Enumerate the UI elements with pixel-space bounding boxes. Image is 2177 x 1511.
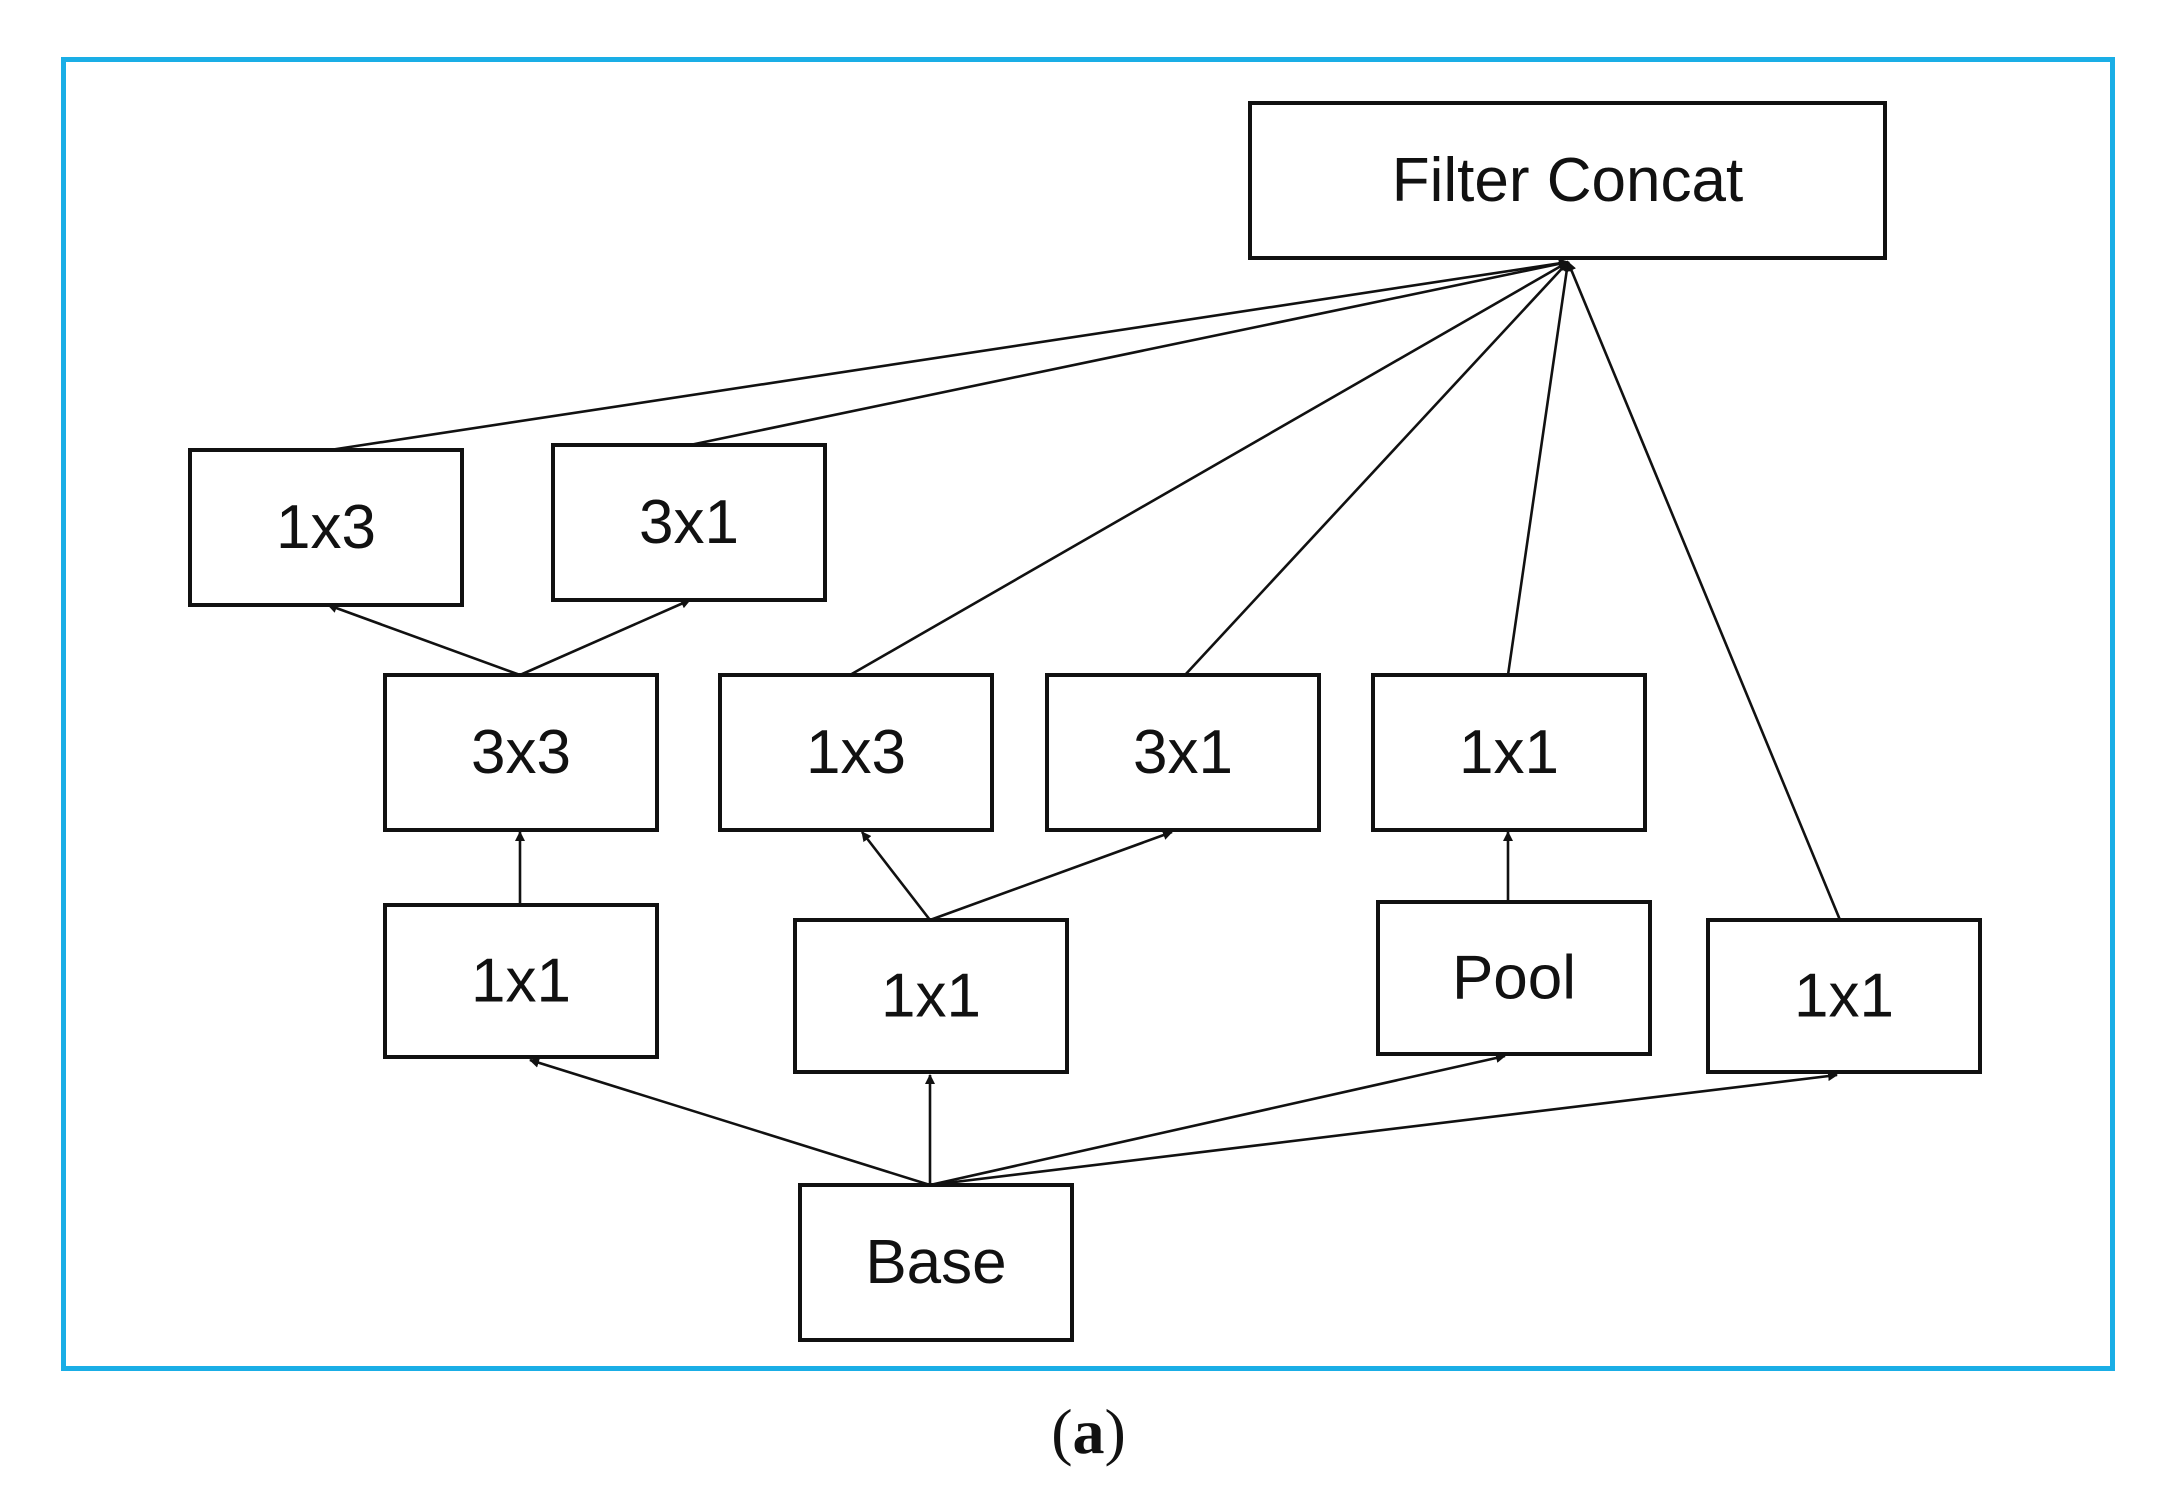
- edge-top-1x3-to-concat: [329, 258, 1569, 452]
- node-box: [1371, 673, 1647, 832]
- caption-open-paren: (: [1051, 1396, 1073, 1467]
- edge-mid-3x3-to-top-3x1: [519, 598, 691, 677]
- edge-base-to-low-1x1-a: [529, 1057, 931, 1187]
- node-mid-3x3: 3x3: [383, 673, 659, 832]
- node-label: 1x1: [1794, 962, 1894, 1031]
- node-top-1x3: 1x3: [188, 448, 464, 607]
- node-label: Pool: [1452, 944, 1576, 1013]
- node-mid-1x3: 1x3: [718, 673, 994, 832]
- caption-close-paren: ): [1104, 1396, 1126, 1467]
- node-top-3x1: 3x1: [551, 443, 827, 602]
- node-mid-3x1: 3x1: [1045, 673, 1321, 832]
- node-label: 1x1: [881, 962, 981, 1031]
- edge-mid-3x1-to-concat: [1184, 261, 1569, 676]
- node-box: [188, 448, 464, 607]
- node-low-1x1-a: 1x1: [383, 903, 659, 1059]
- edge-top-3x1-to-concat: [689, 258, 1569, 447]
- edge-mid-1x1-to-concat: [1506, 261, 1572, 676]
- node-label: 3x1: [639, 488, 739, 557]
- node-label: 3x1: [1133, 718, 1233, 787]
- node-box: [1376, 900, 1652, 1056]
- caption-letter: a: [1072, 1396, 1105, 1467]
- diagram-frame: [61, 57, 2115, 1371]
- edge-mid-3x3-to-top-1x3: [327, 603, 521, 677]
- node-box: [798, 1183, 1074, 1342]
- edge-base-to-low-1x1-c: [929, 1071, 1838, 1187]
- node-mid-1x1: 1x1: [1371, 673, 1647, 832]
- node-box: [718, 673, 994, 832]
- node-label: Base: [865, 1228, 1006, 1297]
- node-label: 3x3: [471, 718, 571, 787]
- node-box: [793, 918, 1069, 1074]
- node-label: 1x3: [276, 493, 376, 562]
- node-label: 1x3: [806, 718, 906, 787]
- edge-low-1x1-c-to-concat: [1566, 261, 1842, 921]
- node-base: Base: [798, 1183, 1074, 1342]
- node-box: [551, 443, 827, 602]
- node-box: [1045, 673, 1321, 832]
- node-low-1x1-c: 1x1: [1706, 918, 1982, 1074]
- node-label: Filter Concat: [1392, 146, 1743, 215]
- edge-low-1x1-b-to-mid-1x3: [860, 831, 932, 921]
- node-box: [383, 903, 659, 1059]
- node-box: [383, 673, 659, 832]
- edge-low-1x1-b-to-mid-3x1: [929, 830, 1173, 922]
- edge-mid-1x3-to-concat: [849, 260, 1569, 677]
- node-pool: Pool: [1376, 900, 1652, 1056]
- node-label: 1x1: [1459, 718, 1559, 787]
- node-box: [1706, 918, 1982, 1074]
- edge-base-to-pool: [929, 1053, 1506, 1187]
- node-label: 1x1: [471, 947, 571, 1016]
- node-low-1x1-b: 1x1: [793, 918, 1069, 1074]
- figure-caption: (a): [0, 1395, 2177, 1469]
- node-box: [1248, 101, 1887, 260]
- node-concat: Filter Concat: [1248, 101, 1887, 260]
